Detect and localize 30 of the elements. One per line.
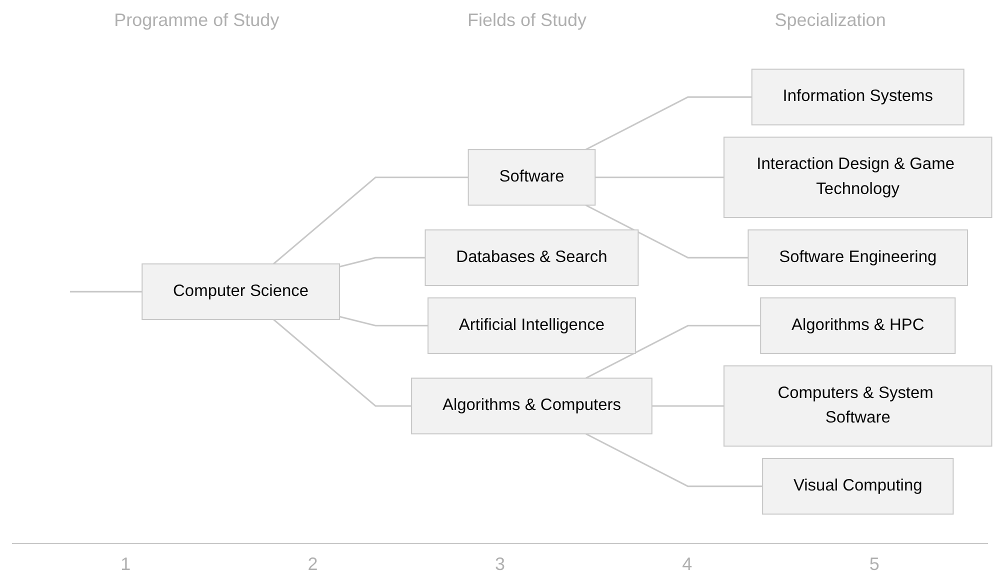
connector: [585, 204, 748, 259]
column-heading: Programme of Study: [114, 10, 280, 31]
axis-number: 5: [869, 554, 880, 575]
node-box: Computer Science: [142, 264, 340, 320]
node-box: Computers & System Software: [723, 366, 992, 447]
connector: [585, 325, 761, 380]
connector: [273, 319, 412, 408]
connector: [595, 176, 724, 178]
column-heading: Fields of Study: [467, 10, 587, 31]
axis-number: 4: [682, 554, 692, 575]
connector: [339, 316, 428, 327]
node-box: Software: [468, 149, 596, 206]
axis-number: 2: [308, 554, 318, 575]
axis-number: 1: [120, 554, 131, 575]
connector: [70, 291, 142, 293]
node-box: Software Engineering: [748, 230, 968, 286]
node-box: Databases & Search: [424, 230, 639, 286]
node-box: Artificial Intelligence: [428, 298, 636, 354]
column-heading: Specialization: [774, 10, 886, 31]
node-box: Information Systems: [751, 69, 964, 126]
node-box: Interaction Design & Game Technology: [723, 137, 992, 218]
connector: [585, 96, 752, 151]
connector: [652, 406, 724, 408]
connector: [273, 176, 468, 265]
node-box: Algorithms & Computers: [411, 378, 652, 435]
connector: [585, 433, 763, 488]
node-box: Visual Computing: [762, 458, 954, 515]
axis-number: 3: [494, 554, 505, 575]
node-box: Algorithms & HPC: [760, 298, 956, 354]
connector: [339, 257, 426, 268]
